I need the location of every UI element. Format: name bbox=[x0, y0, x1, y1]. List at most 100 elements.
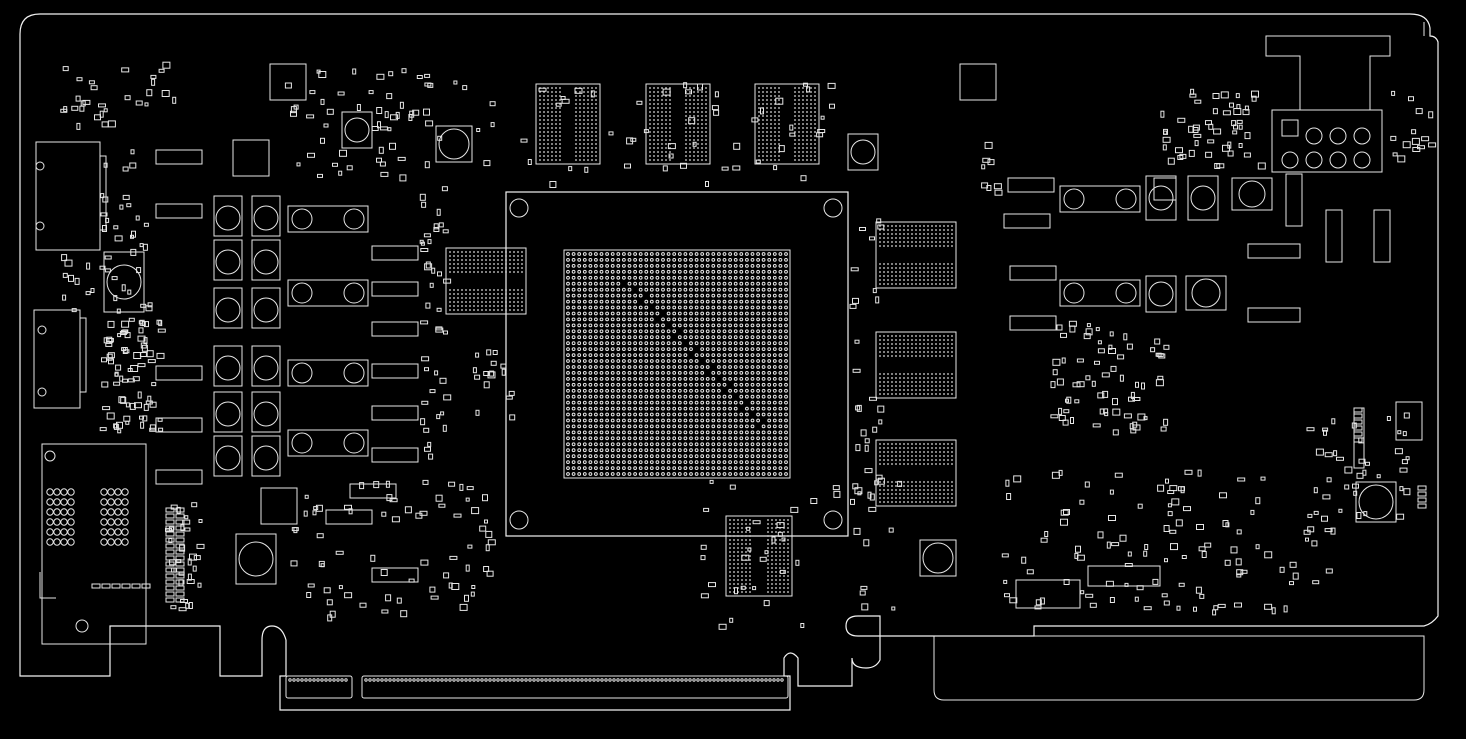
smd-pad bbox=[994, 189, 1003, 196]
smd-pad bbox=[700, 544, 707, 550]
smd-pad bbox=[732, 165, 741, 171]
smd-pad bbox=[1411, 129, 1417, 135]
smd-pad bbox=[400, 610, 408, 618]
smd-pad bbox=[115, 364, 122, 371]
smd-pad bbox=[1084, 481, 1090, 488]
smd-pad bbox=[1330, 527, 1336, 535]
smd-pad bbox=[147, 395, 152, 402]
smd-pad bbox=[429, 282, 434, 288]
smd-pad bbox=[1163, 130, 1168, 135]
header-pin bbox=[141, 583, 151, 589]
smd-pad bbox=[192, 565, 197, 572]
smd-pad bbox=[667, 143, 676, 150]
smd-pad bbox=[130, 365, 139, 372]
smd-pad bbox=[157, 417, 163, 422]
header-pin bbox=[121, 583, 131, 589]
smd-pad bbox=[425, 302, 431, 309]
smd-pad bbox=[1233, 108, 1242, 115]
smd-pad bbox=[1083, 333, 1091, 340]
smd-pad bbox=[859, 227, 866, 231]
smd-pad bbox=[1303, 529, 1311, 535]
smd-pad bbox=[775, 97, 784, 105]
smd-pad bbox=[1097, 348, 1105, 354]
smd-pad bbox=[90, 288, 95, 293]
smd-pad bbox=[795, 559, 800, 566]
smd-pad bbox=[430, 595, 439, 600]
smd-pad bbox=[1164, 558, 1168, 563]
smd-pad bbox=[474, 374, 481, 380]
smd-pad bbox=[290, 560, 298, 567]
smd-pad bbox=[668, 153, 674, 159]
header-pin bbox=[175, 585, 185, 591]
smd-pad bbox=[99, 427, 107, 432]
smd-pad bbox=[1091, 380, 1096, 387]
inductor bbox=[103, 251, 145, 313]
smd-pad bbox=[697, 83, 703, 91]
smd-pad bbox=[508, 390, 515, 396]
smd-pad bbox=[136, 267, 142, 274]
smd-pad bbox=[368, 90, 374, 95]
smd-pad bbox=[102, 196, 109, 203]
smd-pad bbox=[1103, 408, 1109, 414]
smd-pad bbox=[433, 227, 440, 232]
smd-pad bbox=[1251, 95, 1257, 102]
smd-pad bbox=[338, 170, 343, 176]
smd-pad bbox=[1311, 540, 1318, 547]
smd-pad bbox=[443, 278, 452, 284]
smd-pad bbox=[1176, 605, 1181, 611]
smd-pad bbox=[1171, 498, 1180, 506]
inductor bbox=[213, 345, 243, 387]
smd-pad bbox=[630, 137, 637, 142]
smd-pad bbox=[158, 427, 164, 432]
smd-pad bbox=[424, 446, 431, 452]
smd-pad bbox=[877, 224, 885, 230]
smd-pad bbox=[790, 506, 799, 513]
smd-pad bbox=[133, 352, 142, 359]
smd-pad bbox=[877, 477, 885, 485]
smd-pad bbox=[102, 225, 107, 232]
smd-pad bbox=[158, 68, 165, 73]
smd-capacitor bbox=[155, 417, 203, 433]
vrm-inductors bbox=[103, 111, 1397, 585]
smd-pad bbox=[344, 504, 352, 510]
smd-pad bbox=[608, 131, 614, 136]
smd-pad bbox=[982, 157, 991, 163]
smd-pad bbox=[624, 163, 631, 169]
memory-chip-top-1 bbox=[535, 83, 601, 165]
header-pin bbox=[175, 567, 185, 573]
smd-pad bbox=[875, 474, 883, 480]
smd-pad bbox=[1396, 513, 1405, 520]
smd-pad bbox=[376, 157, 382, 163]
smd-pad bbox=[76, 77, 83, 82]
smd-pad bbox=[429, 389, 436, 394]
inductor bbox=[251, 435, 281, 477]
header-pin bbox=[101, 583, 111, 589]
smd-pad bbox=[421, 400, 429, 405]
smd-pad bbox=[401, 68, 407, 74]
smd-pad bbox=[304, 494, 309, 499]
smd-capacitor bbox=[1007, 177, 1055, 193]
memory-chips bbox=[445, 83, 957, 597]
smd-pad bbox=[700, 593, 709, 599]
smd-pad bbox=[1143, 550, 1148, 557]
smd-pad bbox=[806, 86, 811, 93]
smd-pad bbox=[1178, 582, 1185, 587]
header-pin bbox=[1417, 497, 1427, 503]
smd-pad bbox=[420, 559, 429, 566]
smd-pad bbox=[1126, 343, 1133, 350]
smd-pad bbox=[475, 409, 480, 416]
smd-pad bbox=[123, 349, 130, 354]
smd-pad bbox=[740, 585, 746, 590]
smd-pad bbox=[527, 159, 532, 165]
smd-pad bbox=[1428, 142, 1437, 148]
smd-pad bbox=[483, 371, 490, 376]
smd-pad bbox=[420, 320, 429, 325]
smd-pad bbox=[1154, 338, 1161, 345]
smd-pad bbox=[386, 93, 393, 100]
smd-pad bbox=[1183, 506, 1191, 512]
smd-pad bbox=[379, 126, 388, 131]
smd-pad bbox=[149, 424, 156, 431]
smd-pad bbox=[424, 161, 430, 169]
smd-pad bbox=[142, 415, 148, 422]
